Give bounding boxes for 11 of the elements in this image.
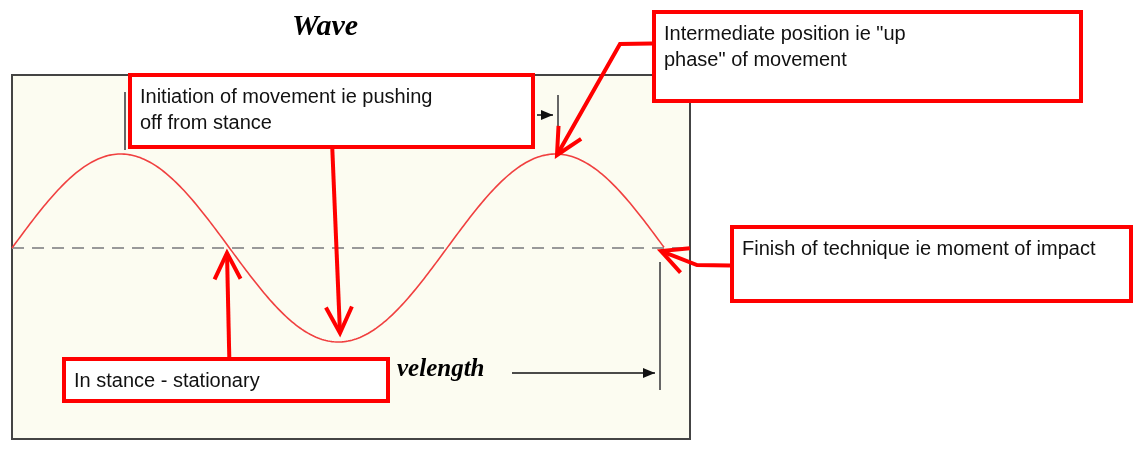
callout-box: Intermediate position ie "up phase" of movement bbox=[652, 10, 1083, 103]
callout-box: In stance - stationary bbox=[62, 357, 390, 403]
leader-arrow bbox=[659, 246, 731, 275]
title: Wave bbox=[290, 8, 360, 42]
callout-box: Initiation of movement ie pushing off from stance bbox=[128, 73, 535, 149]
dimension-label: velength bbox=[397, 354, 485, 382]
leader-arrow bbox=[555, 41, 653, 157]
leader-arrow bbox=[323, 148, 354, 335]
leader-arrow bbox=[212, 251, 243, 358]
callout-box: Finish of technique ie moment of impact bbox=[730, 225, 1133, 303]
sine-wave bbox=[11, 153, 665, 343]
